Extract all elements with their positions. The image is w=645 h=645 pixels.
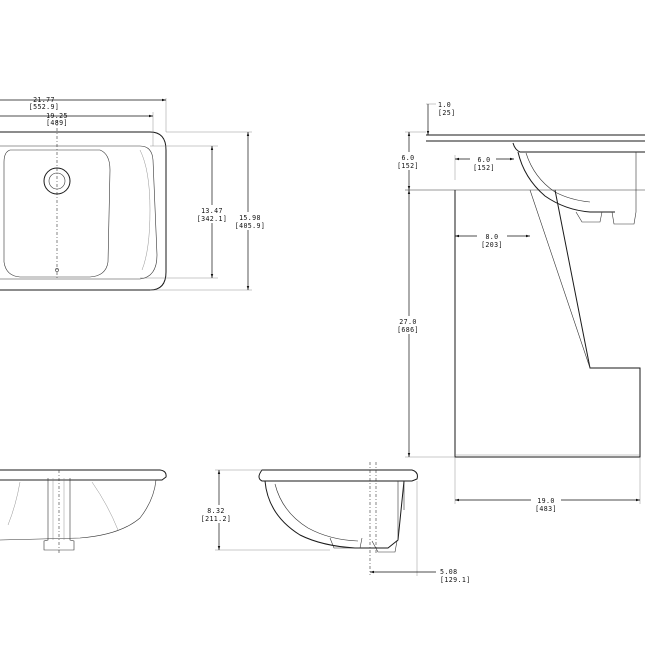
side-view: 8.32 [211.2] 5.08 [129.1] bbox=[200, 462, 471, 584]
dim-bowl-length-in: 19.25 bbox=[46, 112, 68, 120]
dim-rim-thickness-in: 1.0 bbox=[438, 101, 451, 109]
dim-cabinet-setback-mm: [203] bbox=[481, 241, 503, 249]
installation-view: 1.0 [25] 6.0 [152] 6.0 [152] 8.0 [203] 2… bbox=[396, 101, 645, 513]
dim-bowl-width-in: 13.47 bbox=[201, 207, 223, 215]
top-view: 21.77 [552.9] 19.25 [489] 13.47 [342.1] … bbox=[0, 96, 266, 291]
dim-front-setback-mm: [152] bbox=[473, 164, 495, 172]
dim-bowl-depth-in: 8.32 bbox=[207, 507, 224, 515]
dim-overall-width-mm: [405.9] bbox=[235, 222, 266, 230]
dim-counter-height-in: 6.0 bbox=[401, 154, 414, 162]
dim-bowl-width-mm: [342.1] bbox=[197, 215, 228, 223]
dim-overall-length-mm: [552.9] bbox=[29, 103, 60, 111]
dim-overall-length-in: 21.77 bbox=[33, 96, 55, 104]
dim-front-setback-in: 6.0 bbox=[477, 156, 490, 164]
dim-drain-offset-in: 5.08 bbox=[440, 568, 457, 576]
dim-cabinet-setback-in: 8.0 bbox=[485, 233, 498, 241]
dim-bowl-depth-mm: [211.2] bbox=[201, 515, 232, 523]
dim-drain-offset-mm: [129.1] bbox=[440, 576, 471, 584]
dim-bowl-length-mm: [489] bbox=[46, 119, 68, 127]
front-view bbox=[0, 469, 167, 555]
dim-overall-width-in: 15.98 bbox=[239, 214, 261, 222]
dim-cabinet-height-in: 27.0 bbox=[399, 318, 416, 326]
dim-cabinet-height-mm: [686] bbox=[397, 326, 419, 334]
dim-rim-thickness-mm: [25] bbox=[438, 109, 455, 117]
dim-cabinet-depth-mm: [483] bbox=[535, 505, 557, 513]
dim-counter-height-mm: [152] bbox=[397, 162, 419, 170]
dim-cabinet-depth-in: 19.0 bbox=[537, 497, 554, 505]
